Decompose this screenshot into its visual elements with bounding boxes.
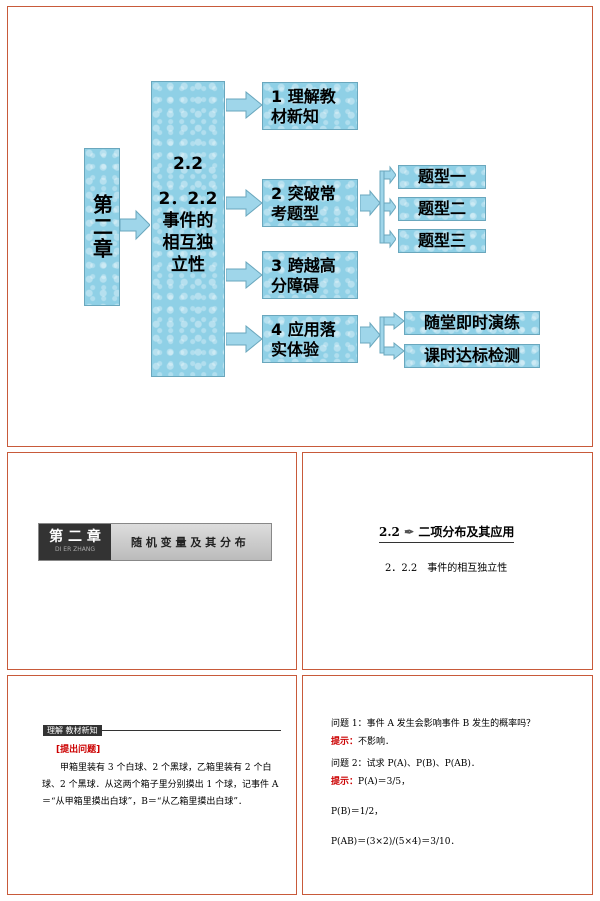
chapter-label-block: 第 二 章 DI ER ZHANG	[39, 524, 111, 560]
question-1: 问题 1：事件 A 发生会影响事件 B 发生的概率吗？	[331, 719, 536, 729]
mindmap-panel: 第二章 2.2 2．2.2 事件的相互独立性 1 理解教材新知 2 突破常考题型…	[7, 6, 593, 447]
arrow-icon	[226, 325, 262, 353]
chapter-pinyin: DI ER ZHANG	[54, 546, 96, 553]
chapter-cover-panel: 第 二 章 DI ER ZHANG 随 机 变 量 及 其 分 布	[7, 452, 297, 670]
section-heading-num: 2.2	[379, 525, 400, 539]
section-title: 2．2.2 事件的相互独立性	[158, 189, 218, 275]
arrow-icon	[226, 91, 262, 119]
practice-2: 课时达标检测	[404, 344, 540, 368]
answer-2: 提示：P(A)＝3/5，	[331, 774, 410, 787]
section-panel: 2.2 ✒ 二项分布及其应用 2．2.2 事件的相互独立性	[302, 452, 593, 670]
section-sub: 2．2.2 事件的相互独立性	[385, 563, 508, 574]
problem-label: [提出问题]	[56, 745, 101, 755]
arrow-icon	[226, 261, 262, 289]
section-heading-title: 二项分布及其应用	[418, 525, 515, 539]
answer-1-text: 不影响．	[358, 737, 395, 747]
practice-1: 随堂即时演练	[404, 311, 540, 335]
type-1: 题型一	[398, 165, 486, 189]
problem-banner-label: 理解 教材新知	[43, 725, 102, 736]
problem-panel: 理解 教材新知 [提出问题] 甲箱里装有 3 个白球、2 个黑球，乙箱里装有 2…	[7, 675, 297, 895]
type-3: 题型三	[398, 229, 486, 253]
section-heading: 2.2 ✒ 二项分布及其应用	[379, 523, 515, 543]
bracket-arrow-icon	[360, 311, 405, 361]
prob-b: P(B)＝1/2，	[331, 807, 384, 817]
branch-1: 1 理解教材新知	[262, 82, 358, 130]
hint-label: 提示：	[331, 777, 359, 787]
chapter-title: 随 机 变 量 及 其 分 布	[131, 536, 246, 549]
prob-a: P(A)＝3/5，	[358, 777, 411, 787]
hint-label: 提示：	[331, 737, 359, 747]
feather-icon: ✒	[404, 525, 415, 539]
answer-1: 提示：不影响．	[331, 734, 394, 747]
problem-banner: 理解 教材新知	[43, 718, 281, 736]
arrow-icon	[120, 209, 150, 241]
arrow-icon	[226, 189, 262, 217]
prob-ab: P(AB)＝(3×2)/(5×4)＝3/10．	[331, 837, 460, 847]
question-2: 问题 2：试求 P(A)、P(B)、P(AB)．	[331, 759, 480, 769]
chapter-banner: 第 二 章 DI ER ZHANG 随 机 变 量 及 其 分 布	[38, 523, 272, 561]
branch-3: 3 跨越高分障碍	[262, 251, 358, 299]
problem-text: 甲箱里装有 3 个白球、2 个黑球，乙箱里装有 2 个白球、2 个黑球．从这两个…	[42, 763, 279, 807]
branch-4: 4 应用落实体验	[262, 315, 358, 363]
section-box: 2.2 2．2.2 事件的相互独立性	[151, 81, 225, 377]
questions-panel: 问题 1：事件 A 发生会影响事件 B 发生的概率吗？ 提示：不影响． 问题 2…	[302, 675, 593, 895]
chapter-box: 第二章	[84, 148, 120, 306]
chapter-label: 第 二 章	[49, 529, 101, 545]
branch-2: 2 突破常考题型	[262, 179, 358, 227]
bracket-arrow-icon	[360, 165, 396, 249]
section-num: 2.2	[172, 154, 204, 174]
type-2: 题型二	[398, 197, 486, 221]
